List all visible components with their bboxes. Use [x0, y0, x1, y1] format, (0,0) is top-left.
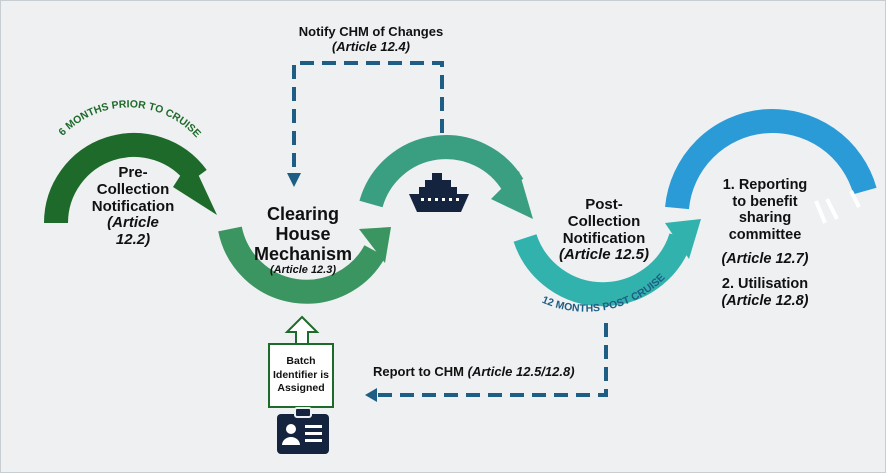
clearing-house-line3: Mechanism — [253, 244, 353, 265]
post-collection-line1: Post- — [585, 196, 623, 213]
reporting-item1-line3: sharing — [738, 210, 792, 227]
batch-label: Batch Identifier is Assigned — [270, 355, 332, 396]
pre-collection-line2: Collection — [96, 180, 170, 198]
post-collection-line3: Notification — [562, 229, 646, 247]
clearing-house-line2: House — [275, 224, 331, 245]
reporting-item1-line2: to benefit — [732, 193, 798, 210]
reporting-arrow — [665, 109, 877, 210]
clearing-house-label: Clearing House Mechanism (Article 12.3) — [241, 204, 365, 277]
post-collection-line2: Collection — [567, 212, 641, 230]
pre-collection-line3: Notification — [91, 197, 175, 215]
reporting-item2: 2. Utilisation — [721, 276, 809, 293]
up-arrow-outline-icon — [284, 315, 320, 345]
batch-line2: Identifier is — [272, 368, 329, 381]
report-chm-article: (Article 12.5/12.8) — [467, 364, 575, 379]
id-badge-icon — [277, 407, 329, 454]
decorative-wisps — [814, 190, 861, 224]
reporting-item1-line1: 1. Reporting — [722, 177, 808, 193]
notify-title: Notify CHM of Changes — [298, 24, 444, 39]
notify-label: Notify CHM of Changes (Article 12.4) — [281, 24, 461, 54]
pre-collection-line1: Pre- — [118, 164, 148, 181]
pre-collection-line5: 12.2) — [115, 231, 151, 249]
reporting-item1-line4: committee — [728, 227, 802, 244]
post-collection-arrow — [513, 219, 701, 307]
notify-dashed-arrow — [287, 61, 444, 187]
pre-collection-arrow — [44, 133, 217, 224]
batch-line1: Batch — [286, 355, 316, 367]
report-chm-text: Report to CHM — [373, 364, 468, 379]
report-chm-label: Report to CHM (Article 12.5/12.8) — [373, 364, 613, 380]
notify-article: (Article 12.4) — [331, 38, 411, 54]
post-collection-article: (Article 12.5) — [558, 246, 650, 264]
reporting-item2-article: (Article 12.8) — [721, 293, 809, 310]
post-collection-label: Post- Collection Notification (Article 1… — [539, 196, 669, 264]
clearing-house-line1: Clearing — [266, 204, 340, 224]
reporting-label: 1. Reporting to benefit sharing committe… — [697, 177, 833, 310]
pre-collection-line4: (Article — [107, 214, 159, 232]
batch-line3: Assigned — [277, 382, 325, 395]
batch-box — [268, 343, 334, 408]
report-dashed-arrow — [365, 323, 608, 402]
clearing-house-article: (Article 12.3) — [269, 264, 337, 277]
clearing-house-arrow — [218, 226, 391, 304]
cruise-arrow — [359, 135, 533, 219]
reporting-item1-article: (Article 12.7) — [721, 250, 809, 267]
ship-icon — [409, 173, 469, 212]
pre-collection-label: Pre- Collection Notification (Article 12… — [67, 164, 199, 249]
